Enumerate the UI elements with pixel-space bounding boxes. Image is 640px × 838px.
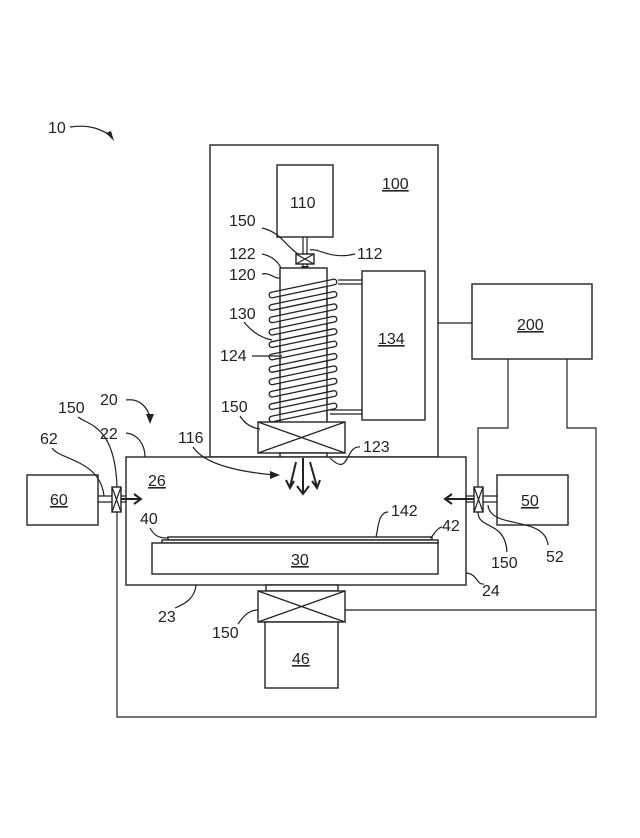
label-100: 100 — [382, 176, 409, 193]
label-150-pump: 150 — [212, 625, 239, 642]
label-150-inlet: 150 — [229, 213, 256, 230]
label-40: 40 — [140, 511, 158, 528]
label-26: 26 — [148, 473, 166, 490]
label-120: 120 — [229, 267, 256, 284]
leader-10 — [70, 126, 112, 138]
label-122: 122 — [229, 246, 256, 263]
label-46: 46 — [292, 651, 310, 668]
label-52: 52 — [546, 549, 564, 566]
label-60: 60 — [50, 492, 68, 509]
label-112: 112 — [357, 246, 383, 263]
label-system: 10 — [48, 120, 66, 137]
label-200: 200 — [517, 317, 544, 334]
label-150-outlet: 150 — [221, 399, 248, 416]
label-50: 50 — [521, 493, 539, 510]
label-42: 42 — [442, 518, 460, 535]
label-130: 130 — [229, 306, 256, 323]
label-24: 24 — [482, 583, 500, 600]
label-123: 123 — [363, 439, 390, 456]
label-20: 20 — [100, 392, 118, 409]
label-142: 142 — [391, 503, 418, 520]
label-23: 23 — [158, 609, 176, 626]
arrowhead-10 — [106, 131, 114, 141]
label-30: 30 — [291, 552, 309, 569]
label-110: 110 — [290, 195, 316, 212]
label-124: 124 — [220, 348, 247, 365]
label-116: 116 — [178, 430, 204, 447]
label-134: 134 — [378, 331, 405, 348]
label-150-right: 150 — [491, 555, 518, 572]
label-150-left: 150 — [58, 400, 85, 417]
label-62: 62 — [40, 431, 58, 448]
